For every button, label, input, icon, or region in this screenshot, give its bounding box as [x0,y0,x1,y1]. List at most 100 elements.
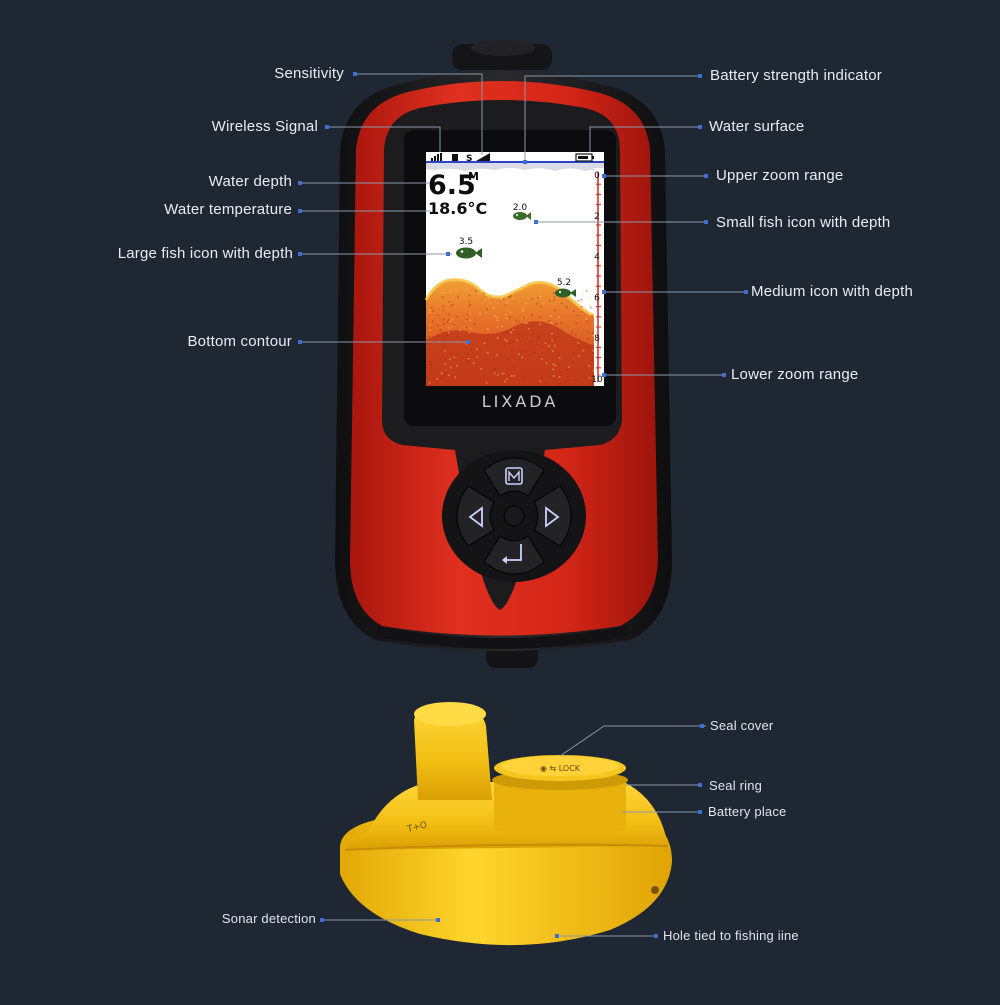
sonar-speckle [496,326,499,328]
sonar-speckle [453,356,456,359]
sonar-speckle [579,339,581,342]
sonar-speckle [466,318,468,320]
sonar-speckle [468,301,471,304]
sonar-speckle [560,322,562,324]
sonar-speckle [467,353,469,355]
fish-depth-medium: 5.2 [557,278,571,288]
sonar-speckle [509,311,512,314]
sonar-speckle [536,302,538,305]
sonar-speckle [443,345,446,347]
label-water-temperature: Water temperature [164,201,292,218]
sonar-speckle [530,340,532,343]
sonar-speckle [553,299,556,301]
sonar-speckle [578,346,581,348]
sonar-speckle [469,304,472,306]
sonar-speckle [586,320,589,323]
right-button[interactable] [533,485,572,547]
label-sonar-detection: Sonar detection [221,911,316,926]
sonar-speckle [501,298,503,300]
sonar-speckle [457,353,459,355]
label-medium-icon: Medium icon with depth [751,283,913,300]
sonar-speckle [539,380,541,382]
transmitter-icon [452,154,458,161]
battery-icon [575,153,594,162]
sonar-speckle [506,340,508,342]
sonar-speckle [482,292,485,295]
sonar-speckle [486,308,488,310]
sonar-speckle [501,297,503,299]
sonar-speckle [494,315,496,318]
sonar-speckle [553,376,555,379]
wireless-signal-icon [431,153,442,161]
sonar-speckle [443,336,445,339]
sonar-speckle [493,372,496,374]
sonar-speckle [532,324,535,327]
sonar-speckle [531,313,533,316]
sonar-speckle [485,311,487,314]
sonar-speckle [522,317,525,319]
sonar-speckle [544,362,546,364]
label-bottom-contour: Bottom contour [187,333,292,350]
sonar-speckle [469,312,471,315]
sonar-speckle [551,339,553,342]
sonar-speckle [479,312,481,315]
battery-compartment [494,778,626,836]
sonar-speckle [448,331,450,334]
left-button[interactable] [456,485,495,547]
sonar-speckle [550,321,553,324]
sonar-speckle [443,349,446,352]
sonar-speckle [442,323,445,325]
sonar-speckle [505,313,507,316]
sonar-speckle [495,367,497,369]
sonar-speckle [522,307,524,309]
sonar-speckle [470,348,473,350]
sonar-speckle [483,342,486,344]
sonar-speckle [506,378,508,381]
sonar-speckle [589,297,591,300]
label-wireless-signal: Wireless Signal [211,118,318,135]
sonar-speckle [509,316,511,318]
sonar-speckle [556,323,558,325]
depth-scale-label: 6 [594,293,600,303]
sonar-speckle [501,372,504,375]
sonar-speckle [443,332,445,334]
water-depth-value: 6.5 [428,170,476,201]
seal-cover-marking: ◉ ⇆ LOCK [540,764,581,773]
sonar-speckle [538,356,541,358]
sonar-speckle [555,336,557,338]
sonar-speckle [496,354,498,356]
sonar-speckle [592,351,594,354]
sonar-speckle [429,323,431,326]
sonar-speckle [463,327,466,329]
enter-button[interactable] [483,535,545,575]
sonar-speckle [510,329,512,331]
sonar-speckle [592,334,594,337]
sonar-speckle [450,366,452,369]
sonar-speckle [558,357,561,359]
keypad [456,457,572,575]
sonar-speckle [428,382,431,384]
sonar-speckle [496,319,499,321]
sonar-speckle [585,318,588,321]
sonar-speckle [588,377,591,379]
sonar-speckle [515,319,518,322]
sonar-speckle [591,331,594,334]
label-battery-place: Battery place [708,804,787,819]
sonar-speckle [455,290,458,292]
line-hole [651,886,659,894]
sonar-speckle [554,309,556,312]
fish-icon-medium [555,288,576,298]
menu-button[interactable] [483,457,545,497]
sonar-speckle [565,369,568,371]
sonar-speckle [513,375,515,377]
sonar-speckle [473,323,476,325]
sonar-speckle [580,299,583,301]
sonar-speckle [439,329,441,331]
sonar-speckle [449,358,451,361]
sonar-speckle [431,307,433,309]
sonar-speckle [504,304,507,307]
sonar-speckle [577,342,580,344]
label-lower-zoom: Lower zoom range [731,366,859,383]
sonar-speckle [429,329,431,331]
